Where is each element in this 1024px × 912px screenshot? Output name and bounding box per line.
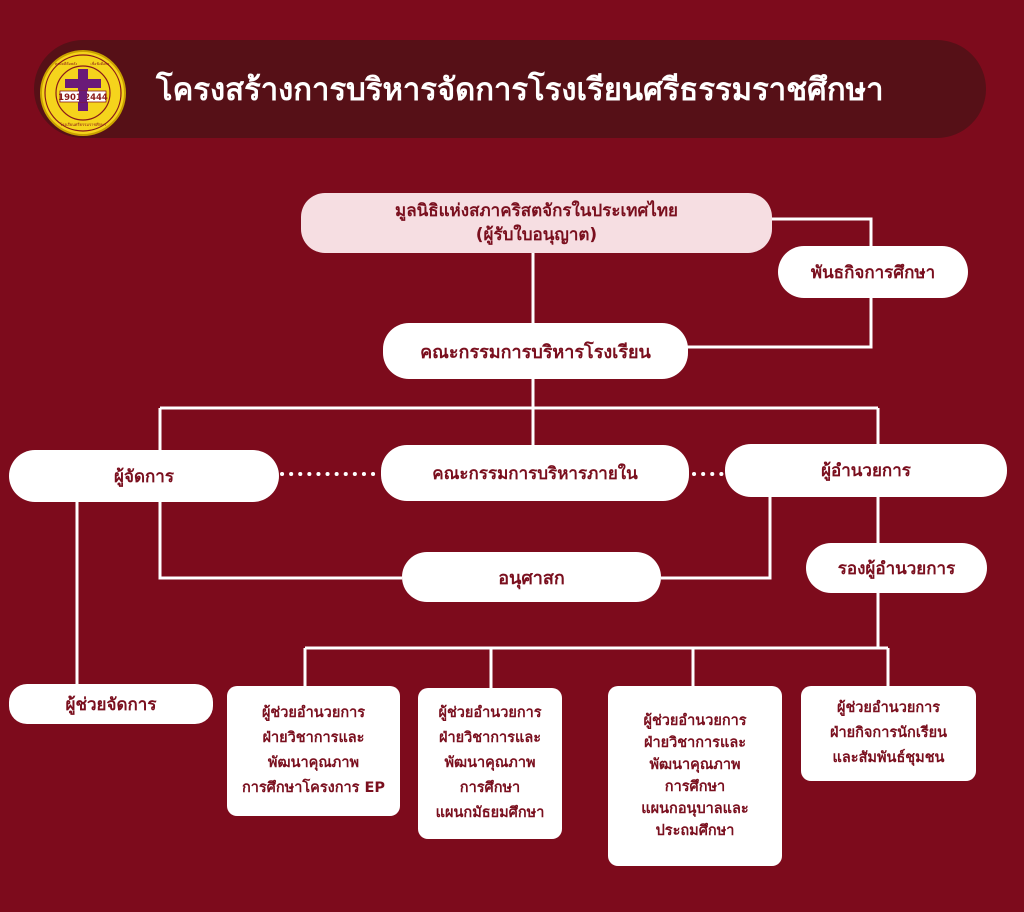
director-box: ผู้อำนวยการ <box>725 444 1007 497</box>
mission-box: พันธกิจการศึกษา <box>778 246 968 298</box>
title-bar <box>34 40 986 138</box>
deputy-director-box: รองผู้อำนวยการ <box>806 543 987 593</box>
assistant-manager-box: ผู้ช่วยจัดการ <box>9 684 213 724</box>
manager-box: ผู้จัดการ <box>9 450 279 502</box>
assistant-student-line1: ผู้ช่วยอำนวยการ <box>836 700 941 716</box>
board-label: คณะกรรมการบริหารโรงเรียน <box>420 341 651 363</box>
foundation-name: มูลนิธิแห่งสภาคริสตจักรในประเทศไทย <box>394 201 678 221</box>
assistant-secondary-line4: การศึกษา <box>459 780 521 796</box>
mission-label: พันธกิจการศึกษา <box>810 262 936 283</box>
school-crest-icon: 1901 2444 โรงเรียนศรีธรรมราชศึกษา สามัคค… <box>40 50 126 136</box>
logo-arc-top-right: เชื่อฟังคือพร <box>91 61 110 66</box>
board-box: คณะกรรมการบริหารโรงเรียน <box>383 323 688 379</box>
logo-arc-top-left: สามัคคีคือพลัง <box>55 61 78 66</box>
director-label: ผู้อำนวยการ <box>821 461 911 481</box>
assistant-secondary-box: ผู้ช่วยอำนวยการ ฝ่ายวิชาการและ พัฒนาคุณภ… <box>418 688 562 839</box>
foundation-role: (ผู้รับใบอนุญาต) <box>475 225 598 245</box>
assistant-primary-line5: แผนกอนุบาลและ <box>641 801 749 817</box>
deputy-director-label: รองผู้อำนวยการ <box>837 558 956 579</box>
internal-committee-label: คณะกรรมการบริหารภายใน <box>432 463 638 484</box>
logo-year-right: 2444 <box>84 93 108 103</box>
assistant-manager-label: ผู้ช่วยจัดการ <box>65 694 157 715</box>
logo-year-left: 1901 <box>58 93 82 103</box>
manager-label: ผู้จัดการ <box>114 466 174 487</box>
assistant-primary-box: ผู้ช่วยอำนวยการ ฝ่ายวิชาการและ พัฒนาคุณภ… <box>608 686 782 866</box>
assistant-student-line3: และสัมพันธ์ชุมชน <box>832 750 945 766</box>
internal-committee-box: คณะกรรมการบริหารภายใน <box>381 445 689 501</box>
assistant-ep-line3: พัฒนาคุณภาพ <box>267 755 360 771</box>
assistant-student-box: ผู้ช่วยอำนวยการ ฝ่ายกิจการนักเรียน และสั… <box>801 686 976 781</box>
assistant-secondary-line5: แผนกมัธยมศึกษา <box>435 805 545 821</box>
assistant-secondary-line2: ฝ่ายวิชาการและ <box>439 730 541 746</box>
assistant-primary-line2: ฝ่ายวิชาการและ <box>644 735 746 751</box>
assistant-primary-line4: การศึกษา <box>664 779 726 795</box>
assistant-secondary-line1: ผู้ช่วยอำนวยการ <box>438 705 542 721</box>
assistant-ep-box: ผู้ช่วยอำนวยการ ฝ่ายวิชาการและ พัฒนาคุณภ… <box>227 686 400 816</box>
assistant-student-line2: ฝ่ายกิจการนักเรียน <box>830 725 947 741</box>
assistant-primary-line1: ผู้ช่วยอำนวยการ <box>643 713 747 729</box>
foundation-box: มูลนิธิแห่งสภาคริสตจักรในประเทศไทย (ผู้ร… <box>301 193 772 253</box>
chaplain-box: อนุศาสก <box>402 552 661 602</box>
assistant-ep-line4: การศึกษาโครงการ EP <box>241 780 386 796</box>
assistant-ep-line2: ฝ่ายวิชาการและ <box>262 730 365 746</box>
assistant-primary-line6: ประถมศึกษา <box>655 823 735 839</box>
page-title: โครงสร้างการบริหารจัดการโรงเรียนศรีธรรมร… <box>156 72 884 108</box>
assistant-primary-line3: พัฒนาคุณภาพ <box>649 757 741 773</box>
assistant-secondary-line3: พัฒนาคุณภาพ <box>444 755 536 771</box>
chaplain-label: อนุศาสก <box>498 567 565 589</box>
logo-arc-bottom: โรงเรียนศรีธรรมราชศึกษา <box>60 122 106 127</box>
assistant-ep-line1: ผู้ช่วยอำนวยการ <box>261 705 366 721</box>
